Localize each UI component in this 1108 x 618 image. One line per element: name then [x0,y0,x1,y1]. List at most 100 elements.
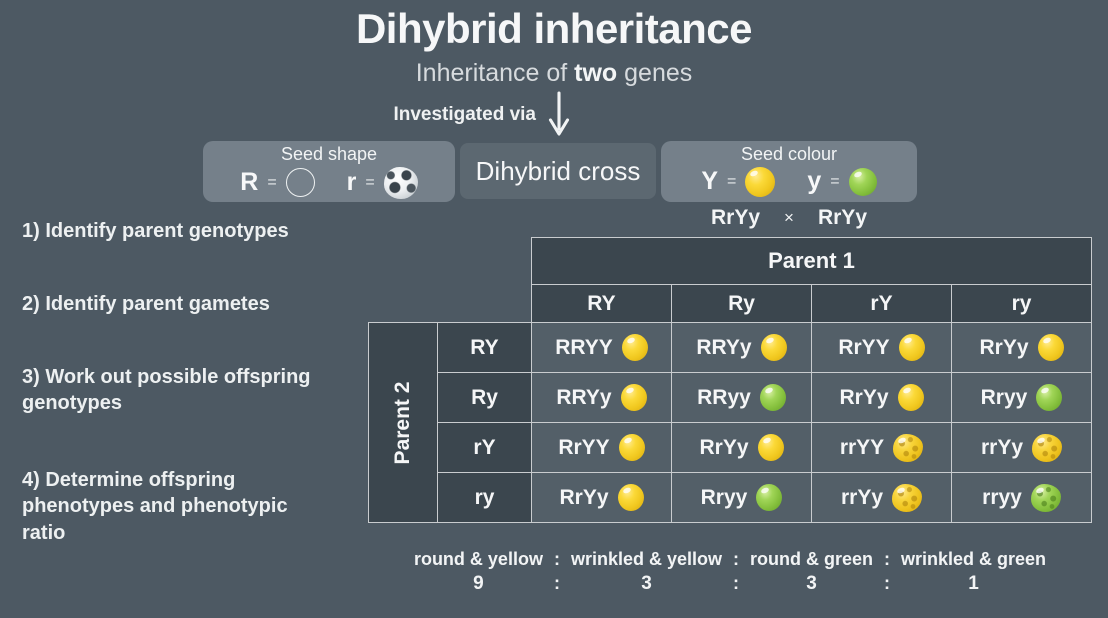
offspring-cell: rrYY [811,422,952,473]
parent1-gamete-rY: rY [811,284,952,323]
offspring-seed-icon [1036,384,1063,411]
equals-sign: = [830,172,840,190]
equals-sign: = [267,173,277,191]
seed-shape-alleles: R = r = [203,166,455,199]
offspring-seed-icon [617,484,644,511]
offspring-seed-icon [893,433,924,462]
investigated-via-label: Investigated via [393,104,536,125]
offspring-genotype: RrYY [838,335,890,359]
recessive-shape-group: r = [346,166,418,199]
equals-sign: = [727,172,737,190]
parent1-gamete-ry: ry [951,284,1092,323]
offspring-seed-icon [897,384,924,411]
offspring-genotype: RRYY [555,335,613,359]
parent1-gamete-Ry: Ry [671,284,812,323]
offspring-cell: rrYy [811,472,952,523]
offspring-genotype: RRyy [697,385,751,409]
offspring-cell: Rryy [951,372,1092,423]
step-3: 3) Work out possible offspring genotypes [22,366,311,415]
offspring-genotype: rrYy [840,485,884,509]
offspring-genotype: RrYy [699,435,749,459]
offspring-cell: RrYy [671,422,812,473]
parent2-gamete-rY: rY [437,422,532,473]
ratio-separator: : [884,549,891,569]
parent1-genotype: RrYy [711,206,761,229]
parent1-header: Parent 1 [531,237,1092,285]
seed-colour-alleles: Y = y = [661,166,917,197]
allele-R-label: R [240,168,259,197]
multiply-icon: × [784,208,794,227]
ratio-phenotype-label: round & green [750,549,874,569]
allele-y-label: y [807,167,822,196]
offspring-seed-icon [1037,334,1064,361]
offspring-genotype: RrYY [558,435,610,459]
ratio-value: 3 [641,573,652,594]
offspring-cell: RRyy [671,372,812,423]
page-title: Dihybrid inheritance [355,5,753,52]
dihybrid-cross-box: Dihybrid cross [460,143,656,199]
offspring-cell: rrYy [951,422,1092,473]
offspring-genotype: RRYy [696,335,752,359]
step-4: 4) Determine offspring phenotypes and ph… [22,469,288,544]
ratio-separator: : [733,573,739,593]
parental-cross-statement: RrYy × RrYy [661,206,917,230]
offspring-seed-icon [756,484,783,511]
ratio-separator: : [733,549,739,569]
ratio-separator: : [553,573,560,593]
yellow-seed-icon [745,166,776,197]
table-row: ry RrYy Rryy rrYy rryy [369,472,1092,523]
offspring-seed-icon [1032,433,1063,462]
offspring-genotype: Rryy [700,485,748,509]
punnett-square: Parent 1 RY Ry rY ry Parent 2 RY RRYY RR… [368,237,1092,523]
offspring-seed-icon [618,434,645,461]
parent1-gamete-RY: RY [531,284,672,323]
seed-shape-legend: Seed shape R = r = [203,141,455,202]
parent2-gamete-Ry: Ry [437,372,532,423]
offspring-genotype: rrYy [980,435,1024,459]
ratio-value: 3 [806,573,817,594]
offspring-genotype: RrYy [559,485,609,509]
ratio-separator: : [553,549,560,569]
ratio-value: 1 [968,573,979,594]
green-seed-icon [848,167,877,196]
phenotypic-ratio: round & yellow : wrinkled & yellow : rou… [360,549,1100,595]
offspring-genotype: Rryy [980,385,1028,409]
down-arrow-icon [548,91,570,136]
offspring-seed-icon [620,384,647,411]
offspring-cell: RRYy [531,372,672,423]
parent2-gamete-RY: RY [437,322,532,373]
round-seed-outline-icon [285,168,315,198]
offspring-cell: RRYy [671,322,812,373]
equals-sign: = [365,173,375,191]
wrinkled-seed-icon [383,166,418,199]
offspring-genotype: RrYy [839,385,889,409]
allele-Y-label: Y [701,167,719,196]
table-row: RY Ry rY ry [369,284,1092,323]
offspring-cell: RrYY [531,422,672,473]
parent2-header: Parent 2 [368,322,438,523]
offspring-cell: rryy [951,472,1092,523]
offspring-seed-icon [898,334,925,361]
table-row: Parent 1 [369,237,1092,285]
dominant-shape-group: R = [240,168,315,198]
offspring-seed-icon [621,334,648,361]
parent2-gamete-ry: ry [437,472,532,523]
offspring-genotype: rryy [982,485,1022,509]
offspring-seed-icon [1030,483,1061,512]
offspring-genotype: RRYy [556,385,612,409]
subtitle-emphasis: two [574,59,618,87]
seed-colour-legend: Seed colour Y = y = [661,141,917,202]
offspring-seed-icon [892,483,923,512]
offspring-cell: RrYy [951,322,1092,373]
ratio-phenotype-label: wrinkled & yellow [570,549,722,569]
table-row: Ry RRYy RRyy RrYy Rryy [369,372,1092,423]
offspring-cell: RrYY [811,322,952,373]
ratio-separator: : [884,573,891,593]
phenotypic-ratio-grid: round & yellow : wrinkled & yellow : rou… [414,549,1046,595]
allele-r-label: r [346,168,357,197]
table-row: rY RrYY RrYy rrYY rrYy [369,422,1092,473]
parent2-label: Parent 2 [391,381,414,464]
offspring-seed-icon [757,434,784,461]
subtitle: Inheritance of two genes [0,59,1108,88]
